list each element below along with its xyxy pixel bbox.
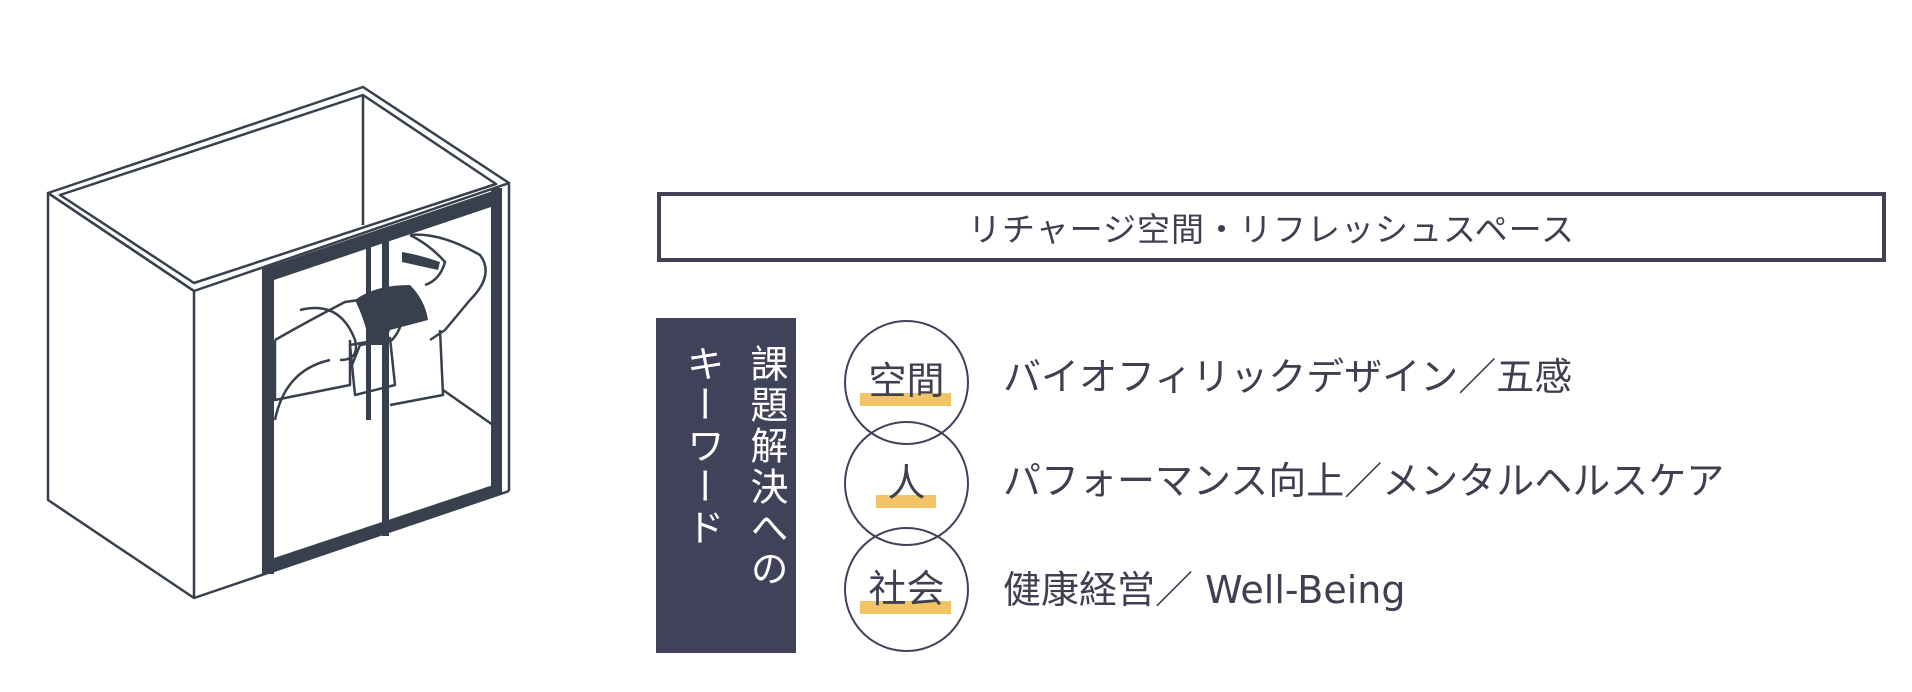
side-panel-line2: キーワード [680,344,724,549]
keyword-circle-society [844,527,969,652]
highlight-society [860,601,951,614]
keyword-text-space: バイオフィリックデザイン／五感 [1003,355,1573,399]
recharge-booth-illustration [46,85,511,600]
title-box: リチャージ空間・リフレッシュスペース [657,192,1886,262]
side-panel-line1: 課題解決への [744,344,788,590]
keyword-text-society: 健康経営／ Well-Being [1003,568,1406,612]
keyword-side-panel: 課題解決への キーワード [656,318,796,653]
keyword-text-people: パフォーマンス向上／メンタルヘルスケア [1003,459,1725,503]
title-text: リチャージ空間・リフレッシュスペース [967,210,1576,249]
keyword-label-people: 人 [887,461,926,505]
keyword-label-space: 空間 [868,359,945,403]
keyword-label-society: 社会 [868,567,945,611]
highlight-people [876,495,936,508]
highlight-space [860,393,951,406]
